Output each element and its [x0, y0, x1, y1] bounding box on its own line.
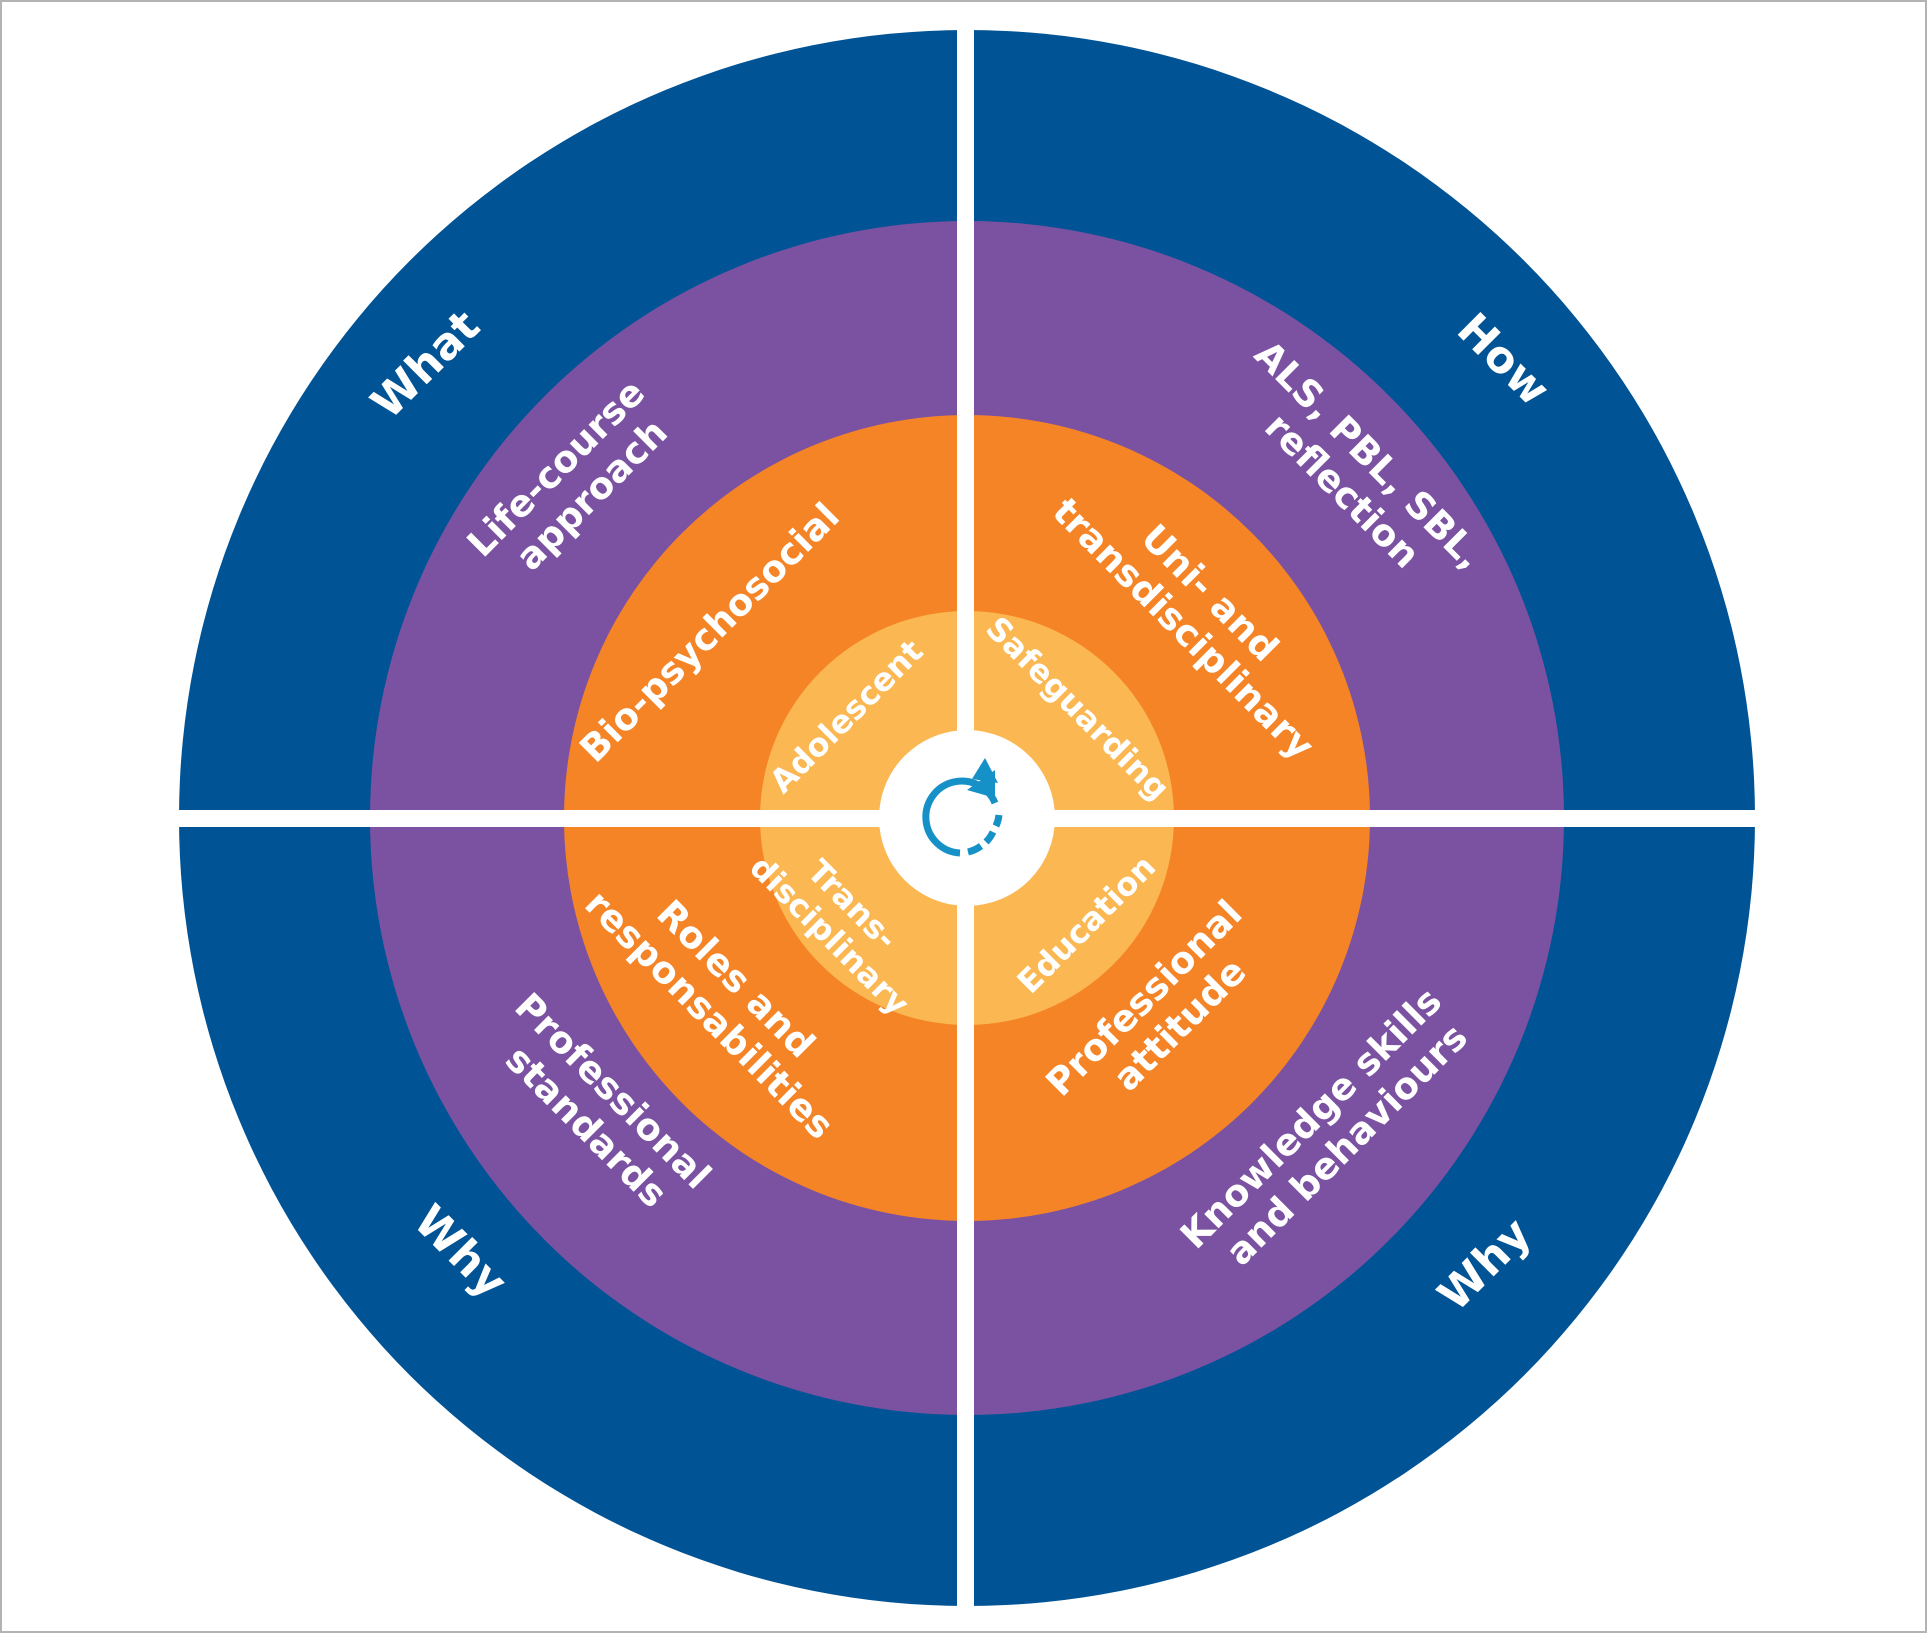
cycle-arrow-icon	[922, 758, 1003, 857]
center-circle	[879, 730, 1055, 906]
